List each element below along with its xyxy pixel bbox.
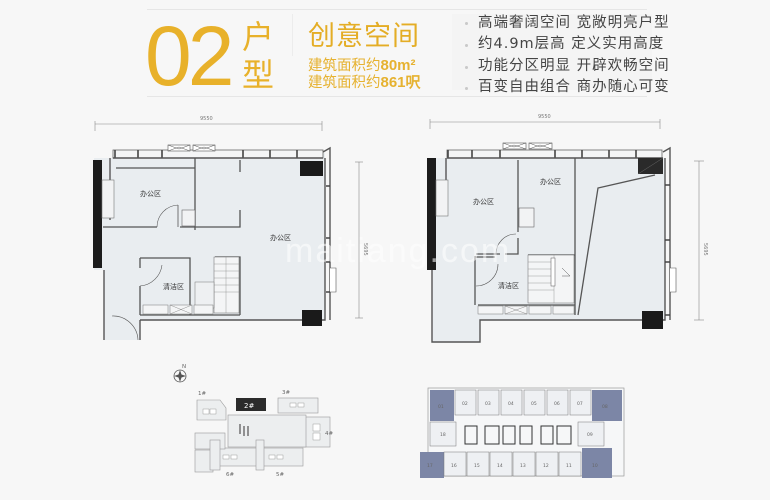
unit-13: 13 — [520, 463, 526, 469]
compass-label: N — [182, 364, 186, 370]
unit-16: 16 — [451, 463, 457, 469]
unit-02: 02 — [462, 401, 468, 407]
room-label-office: 办公区 — [473, 197, 494, 206]
features-panel — [452, 14, 652, 90]
unit-09: 09 — [587, 432, 593, 438]
room-label-office: 办公区 — [270, 233, 291, 242]
feature-item: 约4.9m层高 定义实用高度 — [478, 36, 665, 52]
unit-06: 06 — [554, 401, 560, 407]
site-plan: N 2# 1# 3# 4# 5# 6# — [173, 364, 333, 478]
floorplan-lower-drawing: 办公区 办公区 清洁区 9550 5695 — [93, 116, 368, 341]
area-sqm: 建筑面积约80m² — [308, 57, 416, 75]
unit-05: 05 — [531, 401, 537, 407]
building-1-label: 1# — [198, 391, 206, 397]
unit-14: 14 — [497, 463, 503, 469]
height-dimension: 5695 — [362, 243, 368, 256]
room-label-office: 办公区 — [140, 189, 161, 198]
floorplan-upper-drawing: 办公区 办公区 清洁区 9550 5695 — [427, 114, 708, 343]
feature-item: 功能分区明显 开辟欢畅空间 — [478, 58, 670, 74]
building-2-highlighted: 2# — [244, 402, 254, 410]
unit-11: 11 — [566, 463, 572, 469]
header-divider — [292, 14, 293, 56]
area-sqft-label: 建筑面积约 — [308, 75, 381, 91]
unit-12: 12 — [543, 463, 549, 469]
area-sqft: 建筑面积约861呎 — [308, 74, 421, 92]
header-bottom-rule — [147, 96, 647, 97]
unit-01: 01 — [438, 404, 444, 410]
unit-15: 15 — [474, 463, 480, 469]
bullet-icon — [465, 66, 468, 69]
building-4-label: 4# — [325, 431, 333, 437]
bullet-icon — [465, 22, 468, 25]
unit-18: 18 — [440, 432, 446, 438]
floor-key-plan: 01 02 03 04 05 06 07 08 18 09 17 16 15 1… — [420, 387, 625, 478]
area-sqm-value: 80m² — [380, 57, 416, 74]
area-sqft-value: 861呎 — [380, 74, 421, 91]
area-sqm-label: 建筑面积约 — [308, 58, 381, 74]
bullet-icon — [465, 44, 468, 47]
building-5-label: 5# — [276, 472, 284, 478]
feature-item: 高端奢阔空间 宽敞明亮户型 — [478, 15, 670, 31]
unit-04: 04 — [508, 401, 514, 407]
feature-item: 百变自由组合 商办随心可变 — [478, 79, 670, 95]
compass-icon — [173, 369, 187, 383]
unit-type-word: 户型 — [241, 18, 274, 94]
unit-10: 10 — [592, 463, 598, 469]
room-label-cleaning: 清洁区 — [163, 282, 184, 291]
unit-07: 07 — [577, 401, 583, 407]
unit-numbers: 01 02 03 04 05 06 07 08 18 09 17 16 15 1… — [427, 401, 608, 469]
unit-08: 08 — [602, 404, 608, 410]
bullet-icon — [465, 87, 468, 90]
width-dimension: 9550 — [538, 114, 551, 120]
room-label-office: 办公区 — [540, 177, 561, 186]
width-dimension: 9550 — [200, 116, 213, 122]
unit-03: 03 — [485, 401, 491, 407]
unit-number: 02 — [145, 9, 234, 103]
building-3-label: 3# — [282, 390, 290, 396]
room-label-cleaning: 清洁区 — [498, 281, 519, 290]
building-6-label: 6# — [226, 472, 234, 478]
height-dimension: 5695 — [702, 243, 708, 256]
header-top-rule — [147, 9, 647, 10]
unit-17: 17 — [427, 463, 433, 469]
unit-title: 创意空间 — [308, 21, 420, 52]
